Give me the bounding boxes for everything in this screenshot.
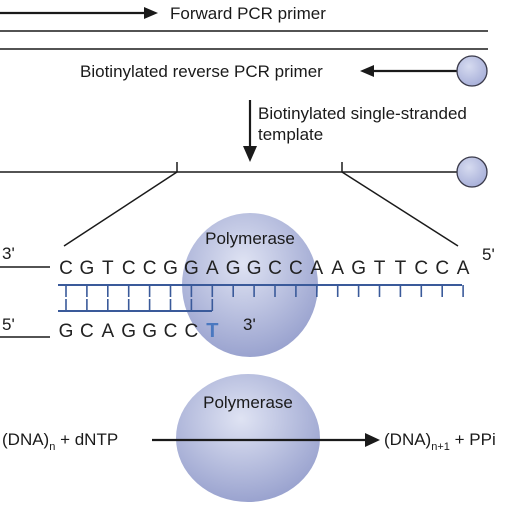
reaction-left-subscript: n bbox=[49, 441, 55, 453]
ladder-ticks bbox=[65, 285, 464, 311]
template-base: C bbox=[268, 258, 282, 279]
template-base: G bbox=[163, 258, 178, 279]
template-base: T bbox=[102, 258, 114, 279]
zoom-line-left bbox=[63, 171, 178, 247]
primer-base: C bbox=[185, 321, 199, 342]
reaction-arrowhead-icon bbox=[365, 433, 380, 447]
template-base: C bbox=[414, 258, 428, 279]
template-label-line2: template bbox=[258, 125, 323, 144]
primer-base: A bbox=[101, 321, 114, 342]
reaction-right-subscript: n+1 bbox=[431, 441, 450, 453]
template-base: C bbox=[435, 258, 449, 279]
forward-primer-label: Forward PCR primer bbox=[170, 4, 326, 23]
template-base: C bbox=[122, 258, 136, 279]
forward-primer-arrowhead-icon bbox=[144, 7, 158, 19]
added-base: T bbox=[206, 320, 218, 342]
primer-base: G bbox=[142, 321, 157, 342]
template-base: G bbox=[351, 258, 366, 279]
template-label-line1: Biotinylated single-stranded bbox=[258, 104, 467, 123]
primer-3prime-label: 3' bbox=[243, 315, 256, 334]
reverse-primer-label: Biotinylated reverse PCR primer bbox=[80, 62, 323, 81]
primer-base: G bbox=[121, 321, 136, 342]
biotin-template-icon bbox=[456, 156, 488, 188]
template-base: A bbox=[331, 258, 344, 279]
template-base: T bbox=[374, 258, 386, 279]
template-base: A bbox=[206, 258, 219, 279]
polymerase-bottom-label: Polymerase bbox=[203, 393, 293, 412]
template-arrowhead-icon bbox=[243, 146, 257, 162]
primer-base: G bbox=[59, 321, 74, 342]
template-base: A bbox=[457, 258, 470, 279]
reaction-equation: (DNA)n + dNTP (DNA)n+1 + PPi bbox=[2, 430, 496, 453]
reaction-right-rest: + PPi bbox=[450, 430, 496, 449]
template-annotation: Biotinylated single-stranded template bbox=[243, 100, 467, 162]
template-3prime-label: 3' bbox=[2, 244, 15, 263]
template-base: T bbox=[395, 258, 407, 279]
polymerase-bottom: Polymerase bbox=[176, 374, 320, 502]
forward-primer: Forward PCR primer bbox=[0, 4, 326, 23]
template-5prime-label: 5' bbox=[482, 245, 495, 264]
template-base: G bbox=[247, 258, 262, 279]
biotin-top-icon bbox=[456, 55, 488, 87]
reaction-right-base: (DNA) bbox=[384, 430, 431, 449]
reaction-right: (DNA)n+1 + PPi bbox=[384, 430, 496, 453]
template-base: G bbox=[80, 258, 95, 279]
primer-base: C bbox=[164, 321, 178, 342]
single-strand-template bbox=[0, 156, 488, 247]
template-base: C bbox=[289, 258, 303, 279]
polymerase-bottom-blob bbox=[176, 374, 320, 502]
template-base: C bbox=[143, 258, 157, 279]
reverse-primer-arrowhead-icon bbox=[360, 65, 374, 77]
template-base: C bbox=[59, 258, 73, 279]
reaction-left-base: (DNA) bbox=[2, 430, 49, 449]
primer-base: C bbox=[80, 321, 94, 342]
reaction-left-rest: + dNTP bbox=[55, 430, 118, 449]
base-pair-ladder bbox=[58, 284, 464, 312]
template-base: G bbox=[226, 258, 241, 279]
zoom-line-right bbox=[341, 171, 459, 247]
reverse-primer: Biotinylated reverse PCR primer bbox=[80, 55, 488, 87]
template-base: G bbox=[184, 258, 199, 279]
polymerase-top-label: Polymerase bbox=[205, 229, 295, 248]
template-base: A bbox=[310, 258, 323, 279]
reaction-left: (DNA)n + dNTP bbox=[2, 430, 118, 453]
primer-5prime-label: 5' bbox=[2, 315, 15, 334]
